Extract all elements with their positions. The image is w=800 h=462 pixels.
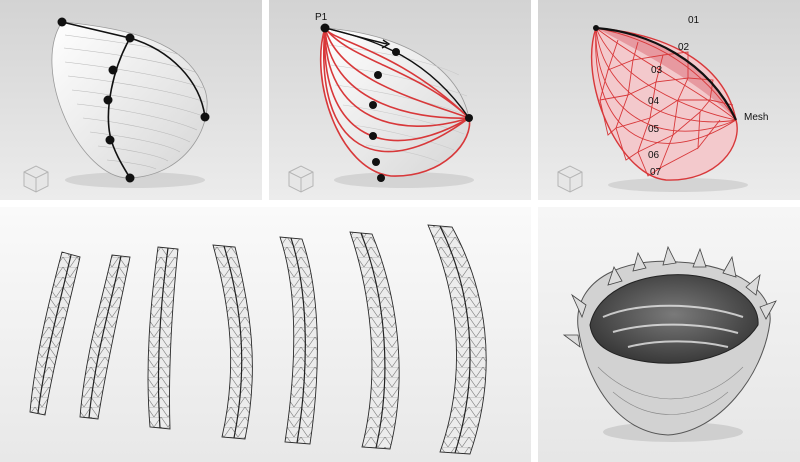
red-section-curves (319, 27, 471, 177)
rim-teeth (562, 245, 777, 348)
svg-text:06: 06 (648, 150, 660, 161)
strip-labels: 01 02 03 04 05 06 07 Mesh (648, 15, 768, 178)
section-points (320, 23, 473, 182)
cube-icon (288, 165, 314, 193)
strip-1 (29, 251, 81, 416)
panel-surface-curve (0, 0, 262, 200)
svg-text:02: 02 (678, 42, 690, 53)
svg-text:04: 04 (648, 96, 660, 107)
mesh-edges (595, 27, 737, 177)
strip-6 (349, 231, 400, 450)
svg-text:07: 07 (650, 167, 662, 178)
strip-spines (37, 225, 471, 454)
assembled-photo (538, 207, 800, 462)
svg-text:01: 01 (688, 15, 700, 26)
strip-7 (427, 224, 487, 455)
control-curve (61, 21, 206, 179)
strip-5 (279, 236, 318, 445)
cube-icon (557, 165, 583, 193)
black-arrow (324, 27, 470, 119)
svg-text:05: 05 (648, 124, 660, 135)
bowl-opening (589, 274, 759, 364)
svg-text:Mesh: Mesh (744, 112, 768, 123)
section-render: P1 (269, 0, 531, 200)
strip-4 (212, 244, 253, 440)
panel-triangle-mesh: 01 02 03 04 05 06 07 Mesh (538, 0, 800, 200)
svg-text:03: 03 (651, 65, 663, 76)
panel-section-curves: P1 (269, 0, 531, 200)
strip-3 (147, 246, 179, 430)
label-p1: P1 (315, 12, 328, 23)
surface-render (0, 0, 262, 200)
petal-surface (51, 21, 208, 179)
panel-assembled-model (538, 207, 800, 462)
strips-photo (0, 207, 531, 462)
strip-2 (79, 254, 131, 420)
control-points (57, 17, 210, 183)
mesh-render: 01 02 03 04 05 06 07 Mesh (538, 0, 800, 200)
cube-icon (23, 165, 49, 193)
panel-paper-strips (0, 207, 531, 462)
black-strip-edge (595, 26, 737, 121)
strip-group (29, 224, 487, 455)
iso-lines (63, 34, 206, 170)
